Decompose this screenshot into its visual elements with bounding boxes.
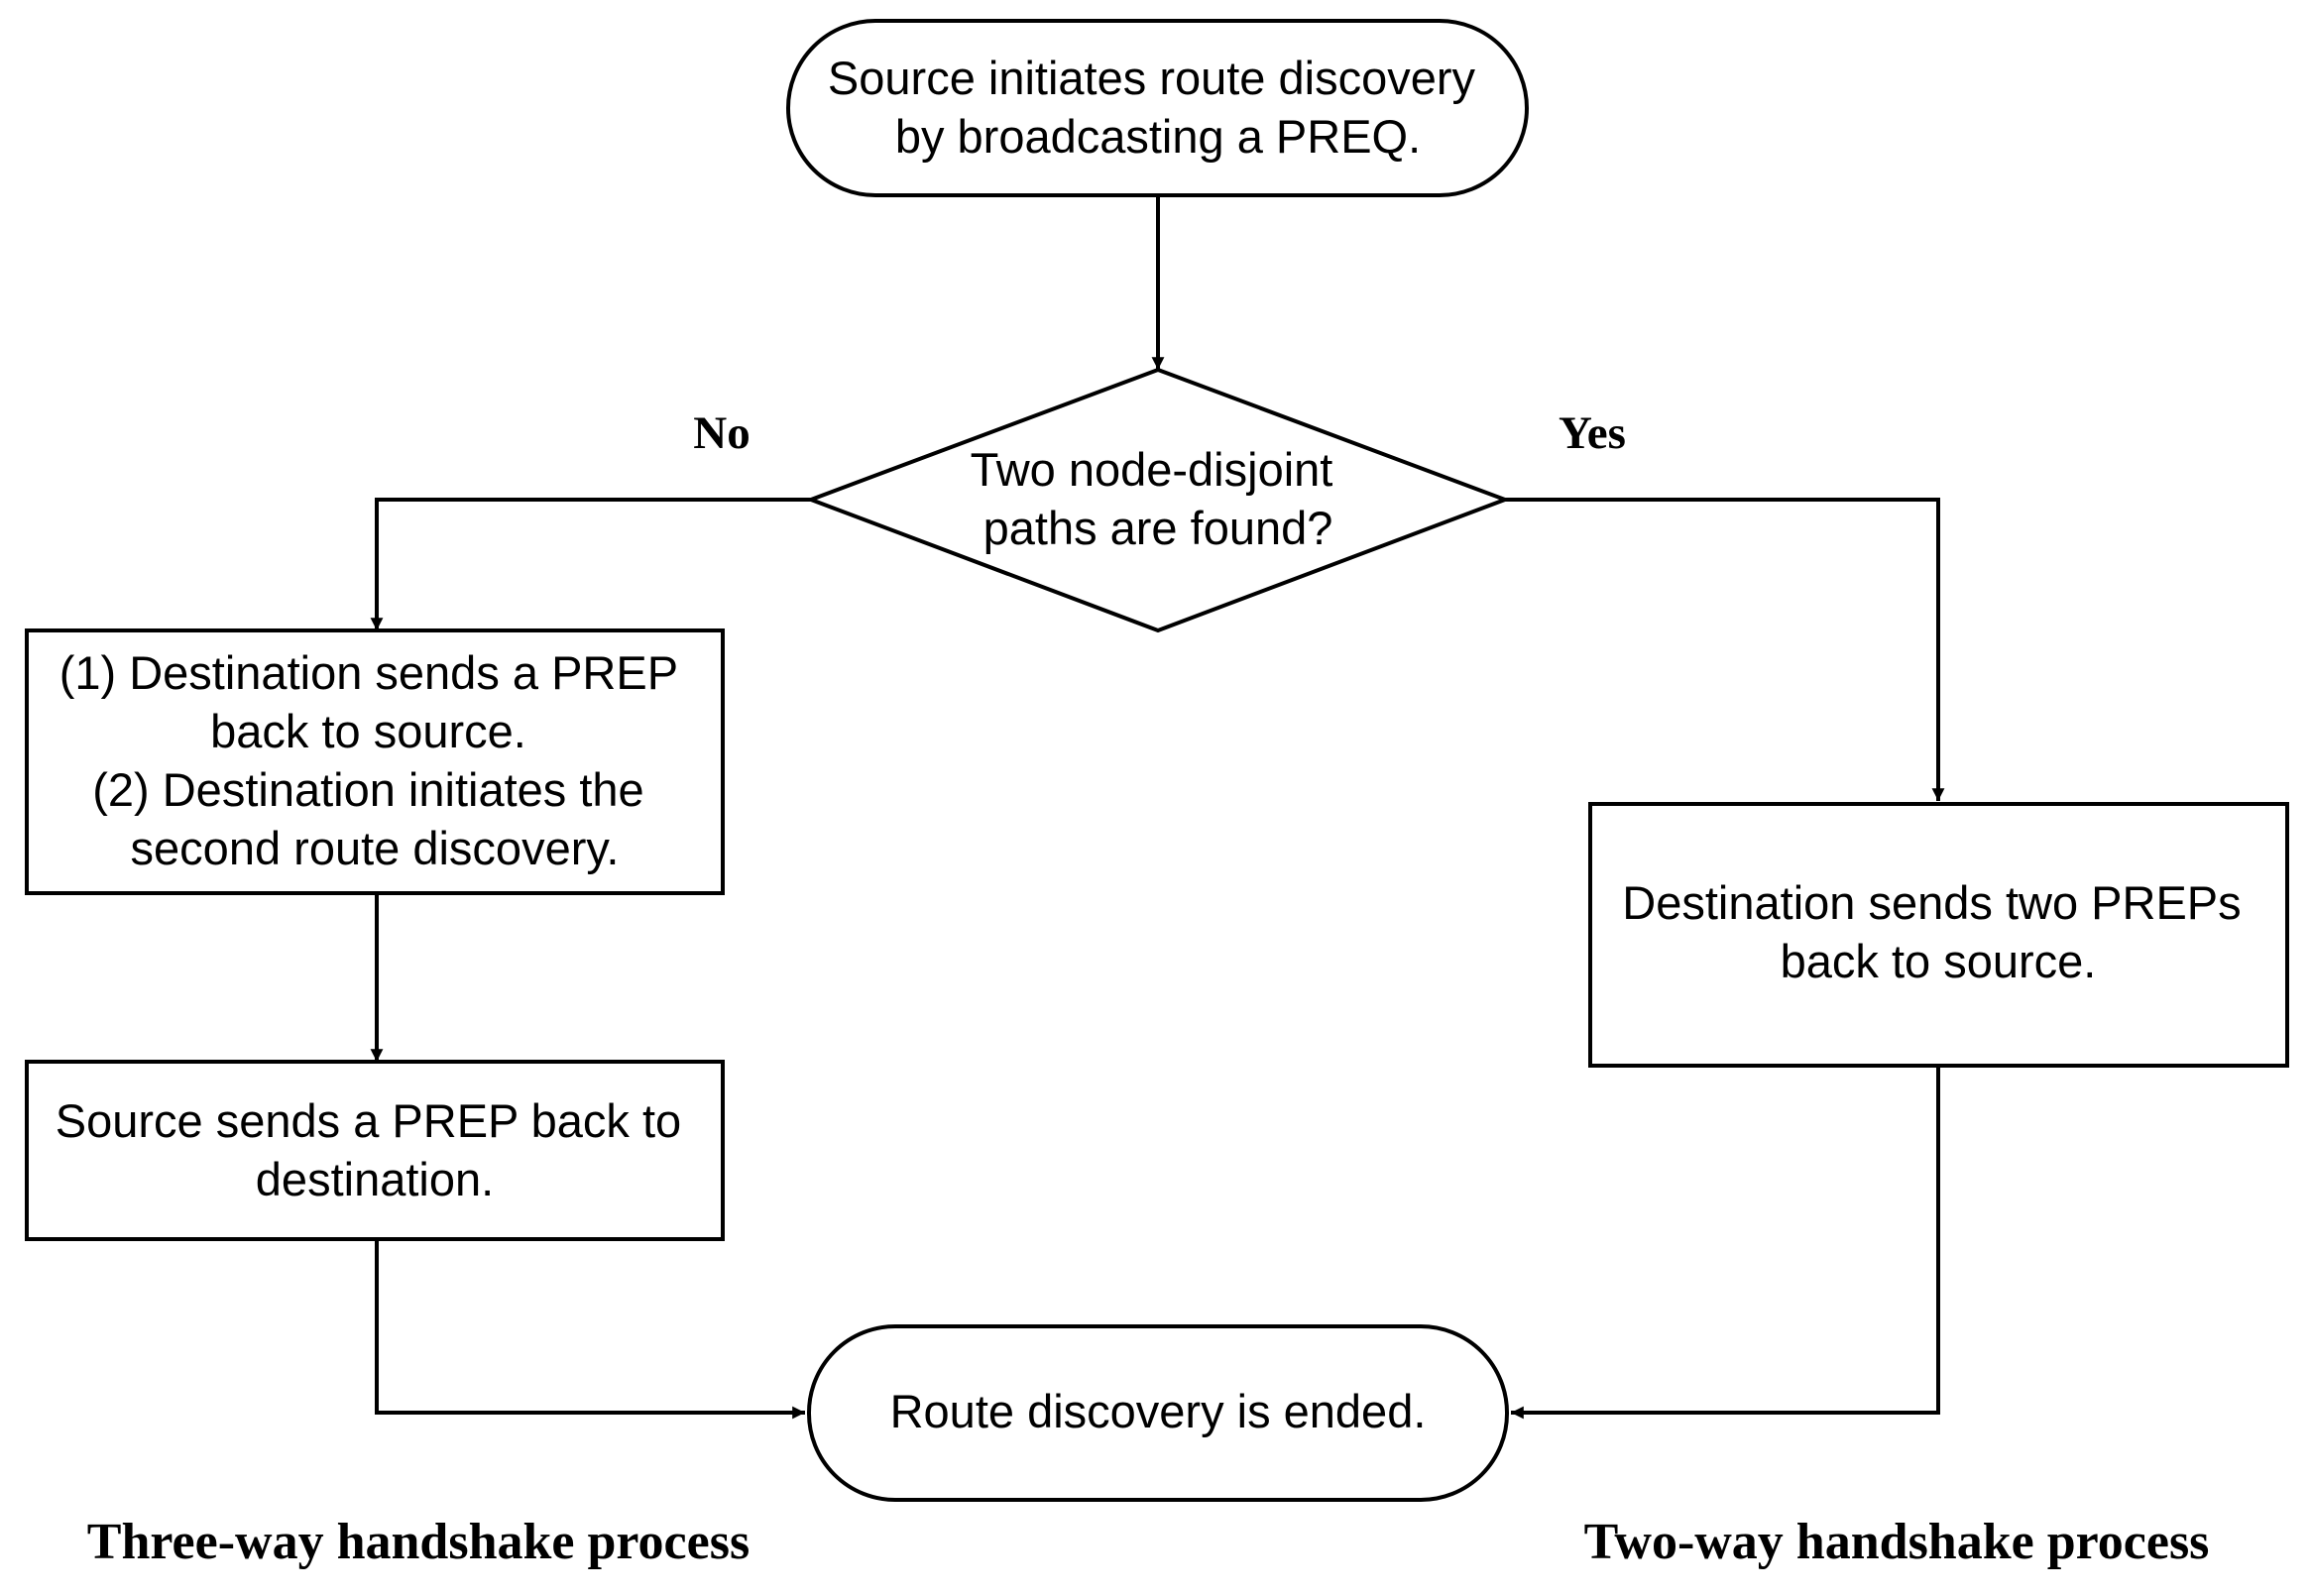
start-node: Source initiates route discovery by broa… xyxy=(786,19,1529,197)
decision-node: Two node-disjoint paths are found? xyxy=(805,367,1511,633)
connectors xyxy=(370,195,1945,1420)
decision-node-text: Two node-disjoint paths are found? xyxy=(971,443,1346,554)
caption-three-way: Three-way handshake process xyxy=(87,1514,750,1570)
caption-two-way: Two-way handshake process xyxy=(1584,1514,2210,1570)
yes-step-box: Destination sends two PREPs back to sour… xyxy=(1588,802,2289,1068)
no-step1-text: (1) Destination sends a PREP back to sou… xyxy=(59,646,691,874)
edge-step2-to-end xyxy=(375,1239,805,1420)
edge-decision-no-branch xyxy=(370,498,811,630)
no-step1-box: (1) Destination sends a PREP back to sou… xyxy=(25,628,725,895)
end-node: Route discovery is ended. xyxy=(807,1324,1509,1502)
no-step2-text: Source sends a PREP back to destination. xyxy=(56,1094,694,1205)
no-step2-box: Source sends a PREP back to destination. xyxy=(25,1060,725,1241)
yes-branch-label: Yes xyxy=(1559,407,1626,459)
edge-decision-yes-branch xyxy=(1505,498,1945,801)
start-node-text: Source initiates route discovery by broa… xyxy=(828,52,1488,163)
edge-yes-step-to-end xyxy=(1511,1066,1940,1420)
end-node-text: Route discovery is ended. xyxy=(890,1385,1427,1437)
yes-step-text: Destination sends two PREPs back to sour… xyxy=(1622,876,2253,987)
no-branch-label: No xyxy=(693,407,750,459)
